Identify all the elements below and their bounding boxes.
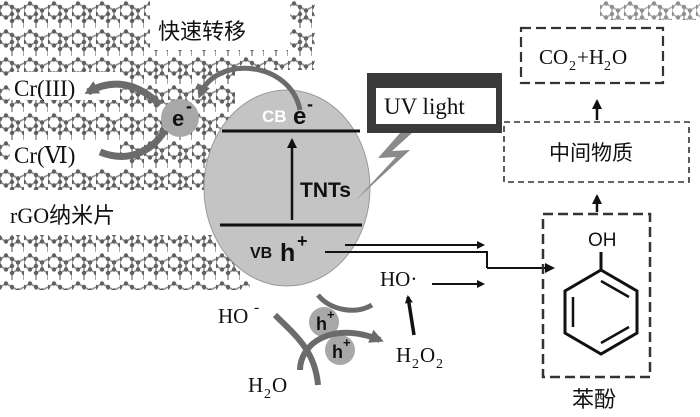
- uv-label-backdrop: [376, 88, 496, 124]
- electron-label: e: [172, 106, 184, 131]
- phenol-structure: [563, 252, 639, 356]
- vb-hole: h: [280, 239, 295, 267]
- h2o2-sub1: 2: [412, 357, 419, 372]
- cr3-label: Cr(III): [14, 76, 75, 101]
- phenol-box: [541, 212, 652, 379]
- fast-transfer-label: 快速转移: [158, 20, 246, 45]
- h2o2-sub2: 2: [436, 357, 443, 372]
- cr-reduction-arrow-bottom: [98, 128, 169, 160]
- h2o-o: O: [612, 45, 627, 69]
- hole-to-phenol-line: [325, 251, 488, 268]
- hydroxyl-radical-label: HO·: [380, 267, 417, 291]
- h2o-sub: 2: [604, 59, 611, 74]
- co2-label: CO: [539, 45, 568, 69]
- vb-label: VB: [250, 245, 272, 262]
- hole-bubble-upper: [309, 307, 339, 337]
- electron-bubble: [161, 99, 199, 137]
- hydroxide-label: HO: [218, 304, 248, 328]
- water-oxidation-arrow-b: [297, 329, 384, 371]
- water-oxidation-arrow-a: [272, 312, 321, 386]
- hydroxide-sign: -: [254, 299, 259, 316]
- tnts-label: TNTs: [300, 179, 351, 202]
- intermediate-box: [503, 121, 690, 183]
- fast-transfer-arrow: [196, 65, 303, 111]
- electron-sign: -: [186, 96, 192, 116]
- intermediate-label: 中间物质: [549, 141, 633, 165]
- title-backdrop: [150, 0, 290, 50]
- co2-sub: 2: [569, 59, 576, 74]
- hole-lower-label: h: [332, 342, 343, 362]
- water-label-o: O: [272, 373, 287, 397]
- uv-light-label: UV light: [384, 94, 465, 119]
- hole-lower-sign: +: [343, 335, 351, 350]
- h2o2-label-o: O: [420, 343, 435, 367]
- water-label-h: H: [248, 373, 263, 397]
- cr-reduction-arrow-top: [84, 80, 163, 108]
- cb-label: CB: [262, 107, 287, 126]
- oh-label: OH: [588, 230, 617, 251]
- co2-plus-h: +H: [577, 45, 604, 69]
- rgo-label: rGO纳米片: [10, 203, 115, 228]
- hole-bubble-lower: [325, 335, 355, 365]
- cb-electron-sign: -: [307, 94, 313, 114]
- water-sub: 2: [264, 387, 271, 402]
- hole-upper-label: h: [316, 314, 327, 334]
- hydroxide-oxidation-arrow: [316, 293, 374, 313]
- hole-upper-sign: +: [327, 307, 335, 322]
- cb-electron: e: [293, 103, 306, 130]
- phenol-label: 苯酚: [572, 388, 616, 413]
- tnt-sphere: [203, 89, 371, 287]
- cr6-label: Cr(Ⅵ): [14, 143, 75, 168]
- h2o2-label-h: H: [396, 343, 411, 367]
- h2o2-to-radical-arrow: [404, 295, 416, 336]
- co2-h2o-box: [519, 26, 665, 85]
- rgo-sheet-lower: [0, 235, 250, 290]
- vb-hole-sign: +: [297, 231, 308, 251]
